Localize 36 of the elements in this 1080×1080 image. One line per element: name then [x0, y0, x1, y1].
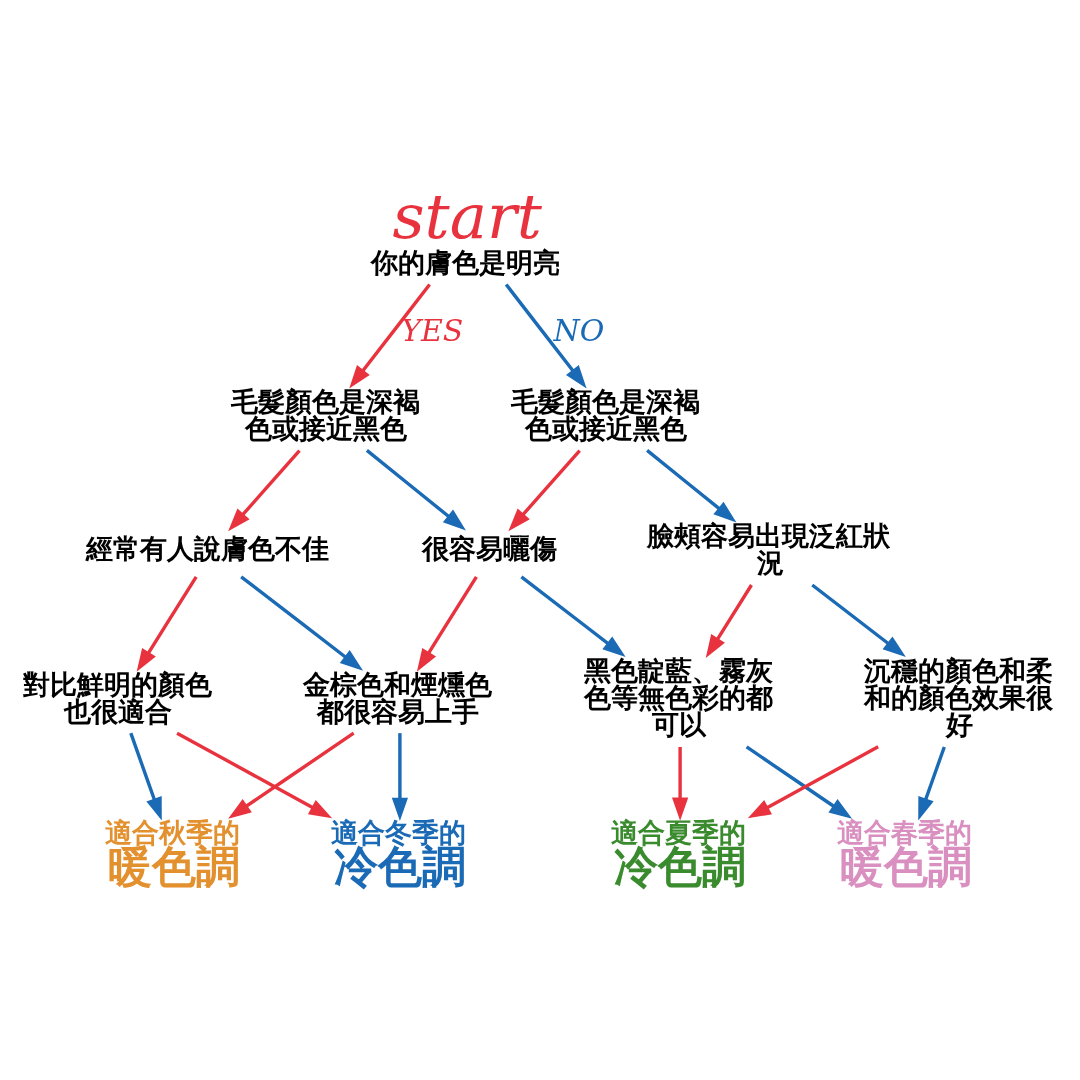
arrow — [705, 583, 753, 658]
node-text: start 你的膚色是明亮 — [371, 179, 561, 278]
arrow — [176, 731, 333, 818]
arrow — [811, 583, 906, 657]
arrow — [228, 449, 301, 531]
node-text: 很容易曬傷 — [421, 531, 557, 563]
arrow — [416, 575, 478, 672]
node-text: 適合夏季的 冷色調 — [610, 815, 747, 892]
node-text: 對比鮮明的顏色也很適合 — [23, 667, 213, 727]
node-text: 臉頰容易出現泛紅狀況 — [646, 518, 890, 578]
arrow — [228, 731, 355, 819]
arrow — [129, 732, 162, 821]
arrow — [508, 449, 581, 531]
arrow — [918, 745, 946, 820]
node-text: 經常有人說膚色不佳 — [86, 531, 330, 563]
arrow — [504, 283, 587, 388]
arrow — [745, 745, 853, 819]
arrow — [520, 574, 626, 657]
arrow — [240, 574, 364, 671]
node-text: 毛髮顏色是深褐色或接近黑色 — [231, 384, 421, 444]
arrow — [646, 448, 737, 523]
node-text: 毛髮顏色是深褐色或接近黑色 — [511, 384, 701, 444]
edge-label: YES — [401, 312, 464, 348]
edge-label: NO — [553, 312, 605, 348]
node-text: 沉穩的顏色和柔和的顏色效果很好 — [863, 653, 1053, 740]
arrow — [136, 575, 198, 672]
node-text: 適合秋季的 暖色調 — [104, 815, 241, 892]
node-text: 金棕色和煙燻色都很容易上手 — [303, 667, 493, 727]
arrow — [672, 746, 689, 821]
arrow — [349, 283, 431, 388]
node-text: 適合春季的 暖色調 — [836, 815, 972, 892]
arrow — [391, 732, 408, 821]
arrow — [365, 448, 466, 530]
node-text: 適合冬季的 冷色調 — [330, 815, 466, 892]
arrow — [747, 744, 879, 818]
node-text: 黑色靛藍、霧灰色等無色彩的都可以 — [583, 653, 773, 740]
